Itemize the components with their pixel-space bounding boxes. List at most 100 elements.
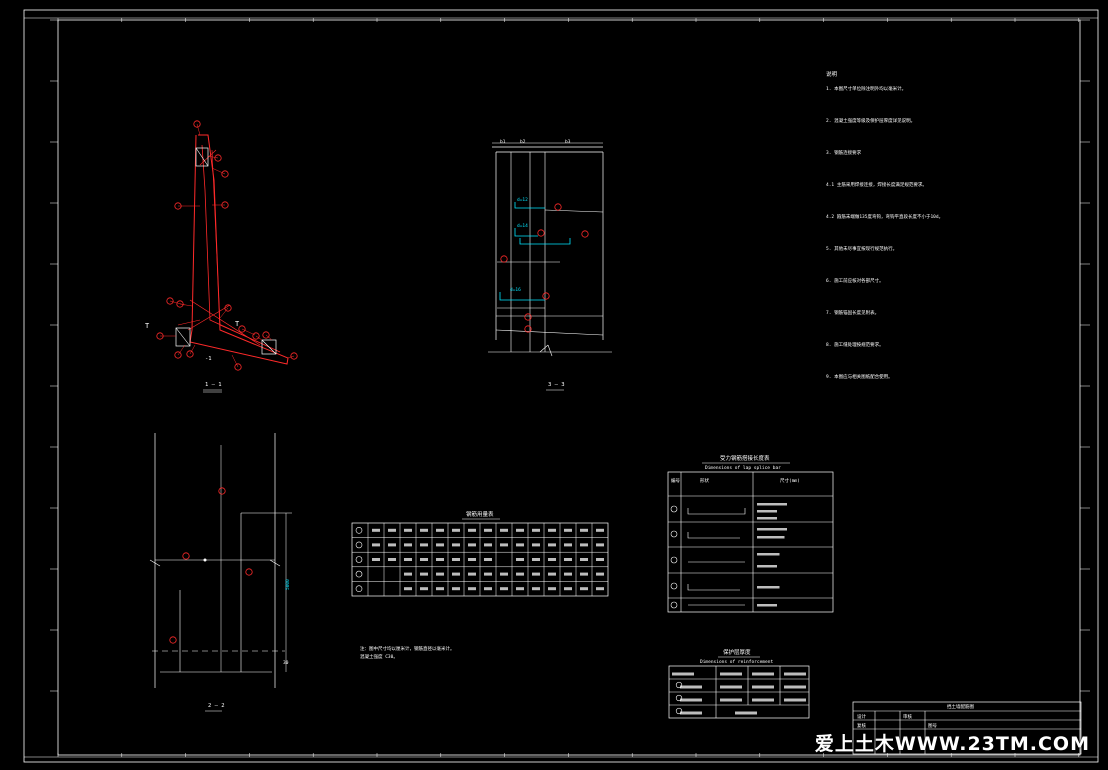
- notes-line: 6. 施工前应核对各部尺寸。: [826, 277, 884, 284]
- rebar-cell-mark: [580, 528, 588, 532]
- spacing-row-marker: [670, 505, 678, 513]
- rebar-cell-mark: [580, 543, 588, 547]
- rebar-cell-mark: [532, 528, 540, 532]
- cover-text-mark: [784, 685, 806, 689]
- svg-text:d=12: d=12: [517, 197, 528, 203]
- callout-marker: [221, 170, 229, 178]
- rebar-cell-mark: [452, 558, 460, 561]
- svg-text:30: 30: [283, 660, 289, 666]
- section-2-2-title: 2 — 2: [208, 703, 225, 709]
- section-3-3: d=12 d=14 d=16 b1 b2 b3 3 — 3: [488, 139, 612, 391]
- callout-leader: [196, 123, 201, 136]
- cover-table: 保护层厚度 Dimensions of reinforcement: [668, 648, 810, 719]
- label-neg: -1: [205, 356, 212, 362]
- cover-row-marker: [675, 694, 683, 702]
- outer-frame: [23, 9, 1099, 763]
- rebar-cell-mark: [564, 543, 572, 547]
- notes-line: 3. 钢筋连接要求: [826, 149, 862, 156]
- rebar-cell-mark: [468, 587, 476, 591]
- notes-line: 5. 其他未尽事宜按现行规范执行。: [826, 245, 897, 252]
- rebar-cell-mark: [468, 572, 476, 576]
- rebar-cell-mark: [420, 572, 428, 576]
- notes-title: 说明: [826, 70, 838, 78]
- callout-leader: [211, 167, 226, 175]
- callout-marker: [290, 352, 298, 360]
- rebar-cell-mark: [388, 543, 396, 547]
- cover-text-mark: [720, 672, 742, 676]
- spacing-head-2: 形状: [700, 477, 709, 484]
- callout-marker: [186, 350, 194, 358]
- callout-marker: [262, 331, 270, 339]
- callout-marker: [542, 292, 550, 300]
- rebar-cell-mark: [452, 543, 460, 547]
- rebar-cell-mark: [420, 543, 428, 547]
- svg-text:d=14: d=14: [517, 223, 528, 229]
- spacing-text-mark: [757, 528, 787, 531]
- cover-row-marker: [675, 707, 683, 715]
- rebar-cell-mark: [404, 528, 412, 532]
- rebar-cell-mark: [388, 528, 396, 532]
- callout-marker: [193, 120, 201, 128]
- notes-line: 9. 本图应与相关图纸配合使用。: [826, 373, 893, 380]
- rebar-row-marker: [355, 526, 363, 534]
- rebar-cell-mark: [468, 543, 476, 547]
- rebar-cell-mark: [516, 572, 524, 576]
- rebar-cell-mark: [516, 543, 524, 547]
- rebar-cell-mark: [404, 572, 412, 576]
- spacing-table: 受力钢筋搭接长度表 Dimensions of lap splice bar 编…: [667, 454, 834, 613]
- cover-text-mark: [784, 698, 806, 702]
- rebar-cell-mark: [484, 572, 492, 576]
- bottom-note-2: 混凝土强度 C30。: [360, 653, 398, 660]
- rebar-cell-mark: [468, 558, 476, 561]
- spacing-text-mark: [757, 586, 780, 589]
- rebar-cell-mark: [548, 543, 556, 547]
- drawing-title: 挡土墙配筋图: [947, 703, 974, 710]
- callout-leader: [179, 303, 193, 307]
- notes-block: 说明 1. 本图尺寸单位除注明外均以毫米计。2. 混凝土强度等级及保护层厚度详见…: [826, 70, 943, 380]
- spacing-text-mark: [757, 503, 787, 506]
- callout-marker: [500, 255, 508, 263]
- rebar-cell-mark: [452, 572, 460, 576]
- rebar-cell-mark: [420, 558, 428, 561]
- section-1-1: T T -1 1 — 1: [145, 120, 298, 393]
- spacing-text-mark: [757, 553, 780, 556]
- callout-marker: [218, 487, 226, 495]
- cover-text-mark: [784, 672, 806, 676]
- rebar-cell-mark: [500, 587, 508, 591]
- label-T-left: T: [145, 322, 150, 330]
- rebar-cell-mark: [452, 587, 460, 591]
- cover-text-mark: [680, 711, 702, 715]
- label-check: 复核: [857, 722, 866, 729]
- callout-marker: [182, 552, 190, 560]
- callout-marker: [524, 325, 532, 333]
- notes-line: 1. 本图尺寸单位除注明外均以毫米计。: [826, 85, 906, 92]
- watermark: 爱上土木WWW.23TM.COM: [814, 733, 1090, 755]
- cover-row-marker: [675, 681, 683, 689]
- callout-leader: [177, 344, 186, 356]
- cover-text-mark: [720, 685, 742, 689]
- rebar-cell-mark: [420, 528, 428, 532]
- callout-marker: [537, 229, 545, 237]
- cover-text-mark: [752, 698, 774, 702]
- callout-leader: [189, 344, 196, 355]
- cover-table-title: 保护层厚度: [723, 648, 751, 656]
- rebar-cell-mark: [596, 528, 604, 532]
- svg-text:d=16: d=16: [510, 287, 521, 293]
- callout-marker: [224, 304, 232, 312]
- spacing-text-mark: [757, 536, 785, 539]
- cover-text-mark: [735, 711, 757, 715]
- svg-text:b3: b3: [565, 139, 571, 145]
- rebar-cell-mark: [548, 572, 556, 576]
- rebar-cell-mark: [372, 528, 380, 532]
- rebar-cell-mark: [564, 572, 572, 576]
- callout-marker: [214, 154, 222, 162]
- cover-text-mark: [720, 698, 742, 702]
- rebar-cell-mark: [420, 587, 428, 591]
- rebar-cell-mark: [532, 587, 540, 591]
- spacing-row-marker: [670, 530, 678, 538]
- rebar-cell-mark: [372, 543, 380, 547]
- rebar-cell-mark: [516, 528, 524, 532]
- callout-marker: [176, 300, 184, 308]
- rebar-row-marker: [355, 556, 363, 563]
